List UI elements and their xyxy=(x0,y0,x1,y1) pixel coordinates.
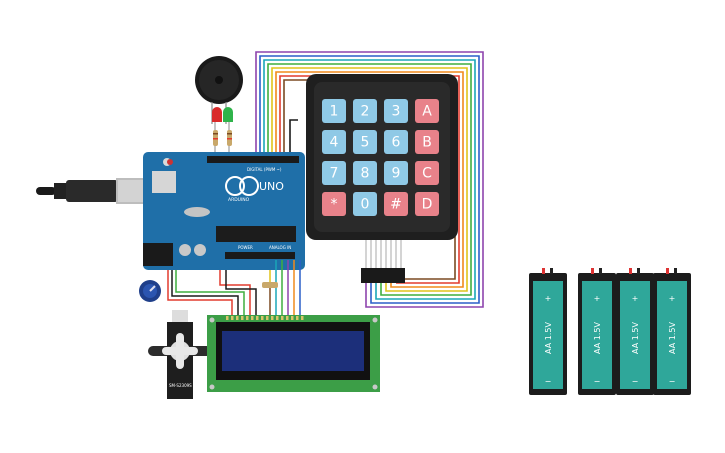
ribbon-wire xyxy=(289,119,298,158)
keypad-key-c[interactable]: C xyxy=(415,161,439,185)
aa-battery[interactable]: + − AA 1.5V xyxy=(616,268,654,395)
keypad-key-label: B xyxy=(422,135,432,151)
keypad-key-label: * xyxy=(331,197,338,213)
battery-label: AA 1.5V xyxy=(631,322,640,354)
aa-battery[interactable]: + − AA 1.5V xyxy=(653,268,691,395)
power-header-label: POWER xyxy=(238,245,253,250)
keypad-key-4[interactable]: 4 xyxy=(322,130,346,154)
keypad-key-label: 7 xyxy=(330,166,339,182)
keypad-key-8[interactable]: 8 xyxy=(353,161,377,185)
servo-motor[interactable]: SM-S2309S xyxy=(148,310,212,399)
battery-plus-label: + xyxy=(545,294,552,303)
keypad-key-3[interactable]: 3 xyxy=(384,99,408,123)
keypad-key-5[interactable]: 5 xyxy=(353,130,377,154)
digital-header-label: DIGITAL (PWM ~) xyxy=(247,167,282,172)
keypad-key-1[interactable]: 1 xyxy=(322,99,346,123)
keypad-key-9[interactable]: 9 xyxy=(384,161,408,185)
analog-header-label: ANALOG IN xyxy=(269,245,291,250)
ribbon-wire xyxy=(275,71,464,288)
keypad-key-label: # xyxy=(390,197,402,213)
arduino-model-label: UNO xyxy=(259,180,284,193)
aa-battery[interactable]: + − AA 1.5V xyxy=(578,268,616,395)
lcd-16x2[interactable] xyxy=(207,315,380,392)
atmega-chip xyxy=(216,226,296,242)
battery-minus-label: − xyxy=(669,377,676,386)
battery-minus-label: − xyxy=(632,377,639,386)
battery-minus-label: − xyxy=(545,377,552,386)
keypad-connector[interactable] xyxy=(361,240,405,283)
arduino-brand-label: ARDUINO xyxy=(228,197,250,203)
keypad-key-a[interactable]: A xyxy=(415,99,439,123)
ribbon-wire xyxy=(263,59,476,300)
lcd-contrast-resistor xyxy=(262,282,278,288)
battery-label: AA 1.5V xyxy=(593,322,602,354)
keypad-key-label: 6 xyxy=(392,135,401,151)
aa-battery[interactable]: + − AA 1.5V xyxy=(529,268,567,395)
battery-plus-label: + xyxy=(594,294,601,303)
piezo-buzzer[interactable] xyxy=(195,56,243,124)
battery-label: AA 1.5V xyxy=(668,322,677,354)
battery-plus-label: + xyxy=(669,294,676,303)
keypad-key-d[interactable]: D xyxy=(415,192,439,216)
keypad-key-label: 2 xyxy=(361,104,370,120)
keypad-key-b[interactable]: B xyxy=(415,130,439,154)
ribbon-wire xyxy=(255,51,484,308)
ribbon-wire xyxy=(267,63,472,296)
keypad-key-label: 8 xyxy=(361,166,370,182)
keypad-key-hash[interactable]: # xyxy=(384,192,408,216)
keypad-key-label: 5 xyxy=(361,135,370,151)
servo-label: SM-S2309S xyxy=(169,383,192,388)
potentiometer[interactable] xyxy=(139,280,161,302)
keypad-key-label: 1 xyxy=(330,104,339,120)
keypad-key-2[interactable]: 2 xyxy=(353,99,377,123)
keypad-4x4[interactable]: 1 2 3 A 4 5 6 B 7 8 9 C * 0 # D xyxy=(306,74,458,240)
keypad-ribbon-wires xyxy=(255,51,484,308)
led-resistors xyxy=(213,130,232,146)
keypad-key-label: C xyxy=(422,166,432,182)
arduino-uno-board[interactable]: UNO ARDUINO DIGITAL (PWM ~) POWER ANALOG… xyxy=(143,152,305,270)
ribbon-wire xyxy=(279,75,460,284)
keypad-key-6[interactable]: 6 xyxy=(384,130,408,154)
keypad-key-label: 0 xyxy=(361,197,370,213)
keypad-key-label: A xyxy=(422,104,432,120)
keypad-key-0[interactable]: 0 xyxy=(353,192,377,216)
keypad-key-label: 9 xyxy=(392,166,401,182)
battery-minus-label: − xyxy=(594,377,601,386)
battery-plus-label: + xyxy=(632,294,639,303)
keypad-key-label: 4 xyxy=(330,135,339,151)
keypad-key-label: 3 xyxy=(392,104,401,120)
digital-header[interactable] xyxy=(207,156,299,163)
keypad-key-7[interactable]: 7 xyxy=(322,161,346,185)
power-analog-header[interactable] xyxy=(225,252,295,259)
ribbon-wire xyxy=(271,67,468,292)
keypad-key-label: D xyxy=(422,197,433,213)
ribbon-wire xyxy=(259,55,480,304)
battery-label: AA 1.5V xyxy=(544,322,553,354)
keypad-key-star[interactable]: * xyxy=(322,192,346,216)
